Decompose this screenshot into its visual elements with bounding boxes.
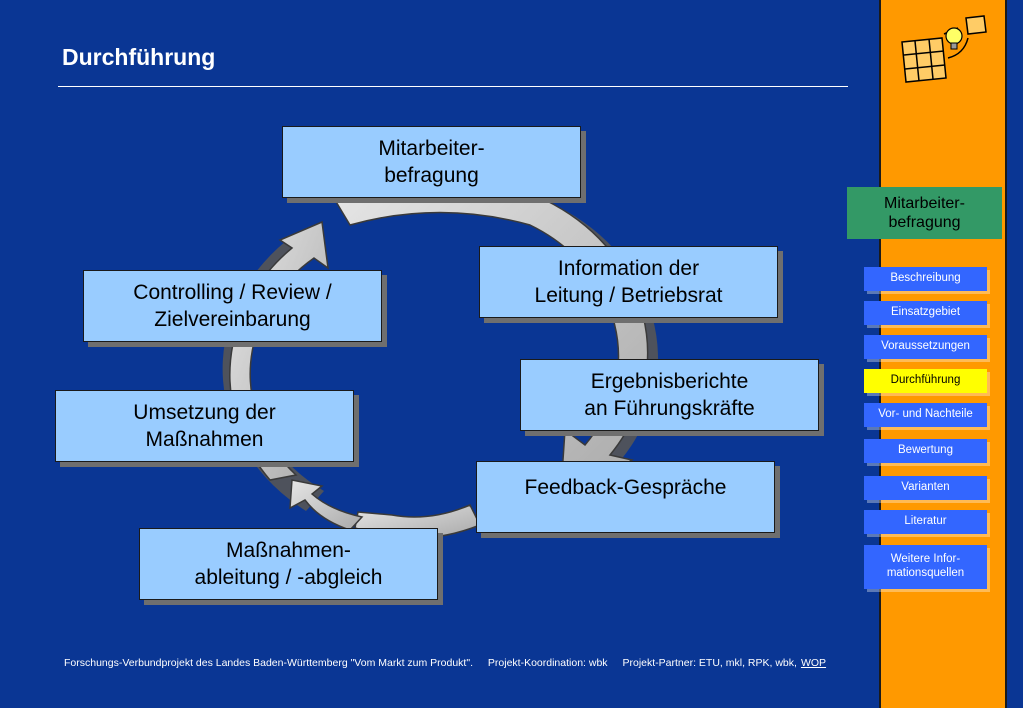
nav-beschreibung[interactable]: Beschreibung xyxy=(864,267,987,291)
nav-vor-und-nachteile[interactable]: Vor- und Nachteile xyxy=(864,403,987,427)
cycle-arrow-right xyxy=(333,184,649,507)
step-label: Information der Leitung / Betriebsrat xyxy=(534,256,723,307)
cycle-arrow-lower-left xyxy=(289,479,364,531)
step-ergebnisberichte: Ergebnisberichte an Führungskräfte xyxy=(520,359,819,431)
step-controlling-review: Controlling / Review / Zielvereinbarung xyxy=(83,270,382,342)
title-divider xyxy=(58,86,848,87)
step-label: Mitarbeiter- befragung xyxy=(378,136,485,187)
nav-bewertung[interactable]: Bewertung xyxy=(864,439,987,463)
step-feedback-gespraeche: Feedback-Gespräche xyxy=(476,461,775,533)
nav-durchfuehrung[interactable]: Durchführung xyxy=(864,369,987,393)
step-umsetzung: Umsetzung der Maßnahmen xyxy=(55,390,354,462)
nav-weitere-informationsquellen[interactable]: Weitere Infor- mationsquellen xyxy=(864,545,987,589)
step-information-leitung: Information der Leitung / Betriebsrat xyxy=(479,246,778,318)
footer-coordination: Projekt-Koordination: wbk xyxy=(487,657,608,669)
footer-partners: Projekt-Partner: ETU, mkl, RPK, wbk,WOP xyxy=(622,657,826,669)
step-label: Controlling / Review / Zielvereinbarung xyxy=(133,280,332,331)
step-mitarbeiterbefragung: Mitarbeiter- befragung xyxy=(282,126,581,198)
nav-voraussetzungen[interactable]: Voraussetzungen xyxy=(864,335,987,359)
step-label: Feedback-Gespräche xyxy=(524,476,727,499)
sidebar-header: Mitarbeiter- befragung xyxy=(847,187,1002,239)
footer: Forschungs-Verbundprojekt des Landes Bad… xyxy=(64,657,838,669)
step-label: Ergebnisberichte an Führungskräfte xyxy=(584,369,755,420)
footer-project: Forschungs-Verbundprojekt des Landes Bad… xyxy=(64,657,473,669)
footer-wop-link[interactable]: WOP xyxy=(800,657,827,669)
nav-einsatzgebiet[interactable]: Einsatzgebiet xyxy=(864,301,987,325)
step-label: Umsetzung der Maßnahmen xyxy=(133,400,276,451)
step-label: Maßnahmen- ableitung / -abgleich xyxy=(194,538,383,589)
cycle-arrow-diagram xyxy=(222,184,659,540)
nav-literatur[interactable]: Literatur xyxy=(864,510,987,534)
footer-partners-text: Projekt-Partner: ETU, mkl, RPK, wbk, xyxy=(622,657,797,669)
page-title: Durchführung xyxy=(62,44,216,70)
puzzle-grid-lightbulb-icon xyxy=(901,15,987,83)
step-massnahmenableitung: Maßnahmen- ableitung / -abgleich xyxy=(139,528,438,600)
nav-varianten[interactable]: Varianten xyxy=(864,476,987,500)
